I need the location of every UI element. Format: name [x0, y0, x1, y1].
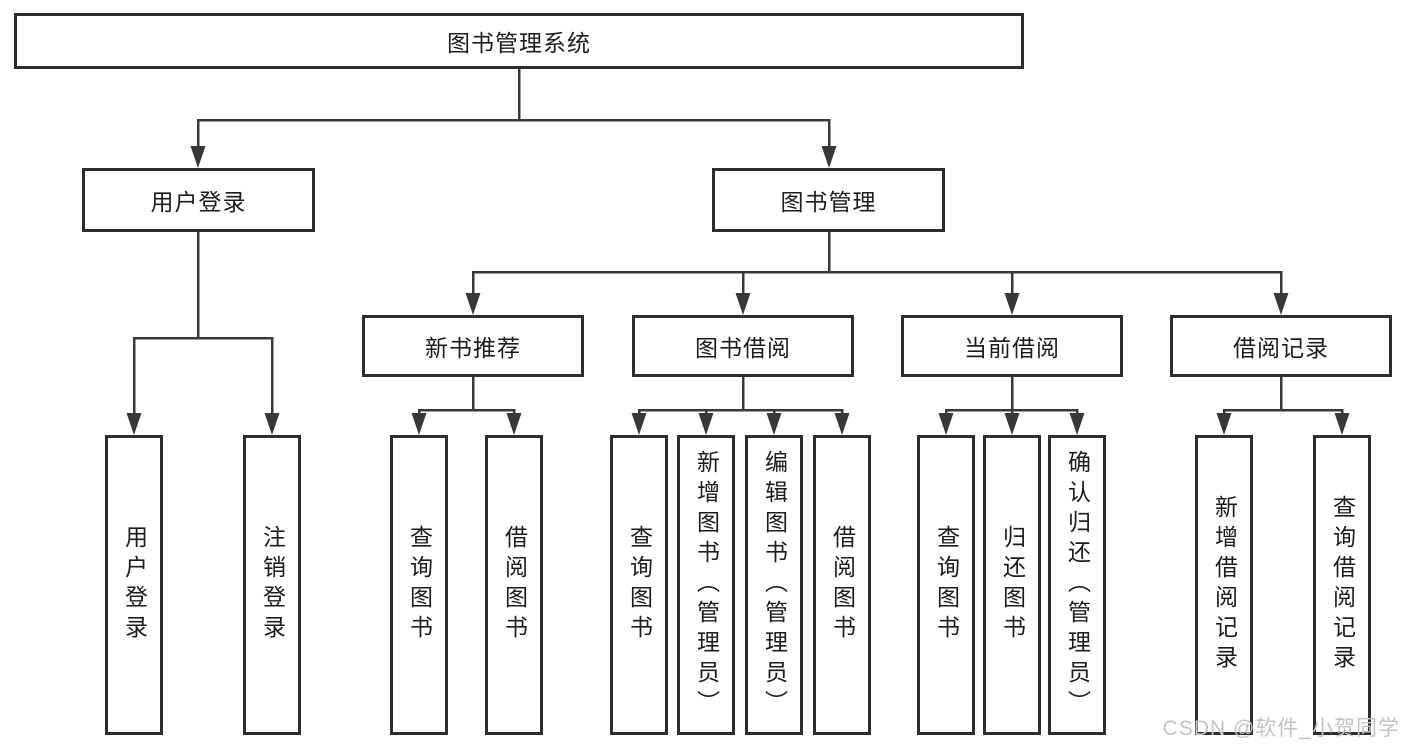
arrowhead-icon	[1273, 293, 1289, 315]
leaf-query-books-recommend-label: 查询图书	[406, 525, 433, 645]
arrowhead-icon	[631, 413, 647, 435]
connector-user-login-children	[126, 232, 280, 435]
arrowhead-icon	[1334, 413, 1350, 435]
leaf-return-books: 归还图书	[983, 435, 1041, 735]
arrowhead-icon	[735, 293, 751, 315]
leaf-edit-books-admin-label: 编辑图书（管理员）	[761, 450, 788, 720]
arrowhead-icon	[1069, 413, 1085, 435]
leaf-query-books-recommend: 查询图书	[390, 435, 448, 735]
leaf-query-books-current: 查询图书	[917, 435, 975, 735]
leaf-user-login: 用户登录	[105, 435, 163, 735]
leaf-add-books-admin: 新增图书（管理员）	[677, 435, 735, 735]
arrowhead-icon	[1004, 413, 1020, 435]
node-borrow-records: 借阅记录	[1170, 315, 1392, 377]
leaf-add-borrow-record: 新增借阅记录	[1195, 435, 1253, 735]
arrowhead-icon	[1216, 413, 1232, 435]
leaf-logout-label: 注销登录	[259, 525, 286, 645]
arrowhead-icon	[506, 413, 522, 435]
leaf-query-books-borrow-label: 查询图书	[626, 525, 653, 645]
arrowhead-icon	[821, 146, 837, 168]
arrowhead-icon	[264, 413, 280, 435]
node-root-label: 图书管理系统	[447, 30, 591, 56]
leaf-confirm-return-admin: 确认归还（管理员）	[1048, 435, 1106, 735]
node-book-borrow: 图书借阅	[632, 315, 854, 377]
leaf-add-books-admin-label: 新增图书（管理员）	[693, 450, 720, 720]
connector-book-borrow-children	[631, 377, 850, 435]
arrowhead-icon	[766, 413, 782, 435]
arrowhead-icon	[698, 413, 714, 435]
arrowhead-icon	[411, 413, 427, 435]
node-book-management: 图书管理	[712, 168, 945, 232]
node-book-borrow-label: 图书借阅	[695, 335, 791, 361]
arrowhead-icon	[190, 146, 206, 168]
leaf-query-books-borrow: 查询图书	[610, 435, 668, 735]
arrowhead-icon	[1004, 293, 1020, 315]
node-current-borrow: 当前借阅	[901, 315, 1123, 377]
connector-borrow-records-children	[1216, 377, 1350, 435]
node-new-book-recommend-label: 新书推荐	[425, 335, 521, 361]
leaf-borrow-books-recommend-label: 借阅图书	[501, 525, 528, 645]
connector-book-management-children	[465, 232, 1289, 315]
node-user-login: 用户登录	[82, 168, 315, 232]
node-new-book-recommend: 新书推荐	[362, 315, 584, 377]
leaf-edit-books-admin: 编辑图书（管理员）	[745, 435, 803, 735]
connector-new-book-children	[411, 377, 522, 435]
arrowhead-icon	[834, 413, 850, 435]
node-borrow-records-label: 借阅记录	[1233, 335, 1329, 361]
node-user-login-label: 用户登录	[150, 189, 247, 215]
arrowhead-icon	[465, 293, 481, 315]
leaf-logout: 注销登录	[243, 435, 301, 735]
node-book-management-label: 图书管理	[780, 189, 877, 215]
watermark-text: CSDN @软件_小贺同学	[1162, 717, 1400, 740]
connector-current-borrow-children	[938, 377, 1085, 435]
leaf-query-borrow-record-label: 查询借阅记录	[1329, 495, 1356, 675]
leaf-query-books-current-label: 查询图书	[933, 525, 960, 645]
leaf-confirm-return-admin-label: 确认归还（管理员）	[1064, 450, 1091, 720]
leaf-borrow-books-label: 借阅图书	[829, 525, 856, 645]
node-current-borrow-label: 当前借阅	[964, 335, 1060, 361]
leaf-return-books-label: 归还图书	[999, 525, 1026, 645]
node-root: 图书管理系统	[14, 13, 1024, 69]
leaf-borrow-books: 借阅图书	[813, 435, 871, 735]
connector-root-to-level2	[190, 69, 837, 168]
leaf-borrow-books-recommend: 借阅图书	[485, 435, 543, 735]
arrowhead-icon	[126, 413, 142, 435]
leaf-user-login-label: 用户登录	[121, 525, 148, 645]
arrowhead-icon	[938, 413, 954, 435]
leaf-query-borrow-record: 查询借阅记录	[1313, 435, 1371, 735]
leaf-add-borrow-record-label: 新增借阅记录	[1211, 495, 1238, 675]
